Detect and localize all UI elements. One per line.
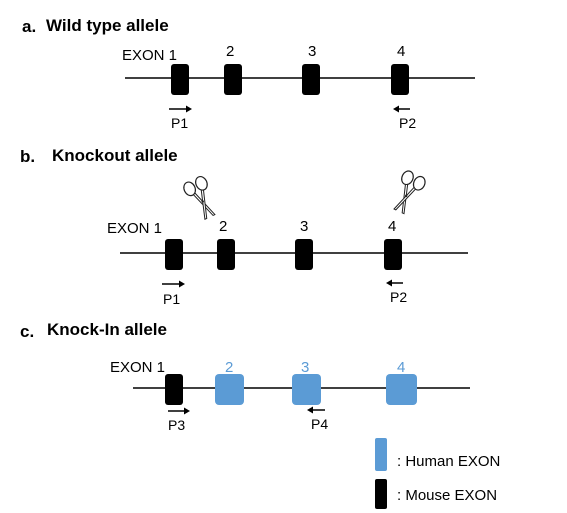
exon4-label: 4 xyxy=(388,218,396,235)
scissors-icon xyxy=(387,168,428,218)
panel-b-title: Knockout allele xyxy=(52,146,178,165)
mouse-exon-1 xyxy=(165,374,183,405)
primer-p1-label: P1 xyxy=(171,115,188,131)
mouse-exon-1 xyxy=(165,239,183,270)
primer-reverse-arrow xyxy=(307,406,325,414)
panel-knock-in: c. Knock-In allele EXON 1 2 3 4 P3 P4 xyxy=(20,320,470,433)
primer-p2-label: P2 xyxy=(399,115,416,131)
exon3-label: 3 xyxy=(300,218,308,235)
human-exon-2 xyxy=(215,374,244,405)
exon2-label: 2 xyxy=(219,218,227,235)
mouse-exon-4 xyxy=(391,64,409,95)
exon1-label: EXON 1 xyxy=(110,359,165,376)
panel-a-title: Wild type allele xyxy=(46,16,169,35)
primer-p4-label: P4 xyxy=(311,416,328,432)
exon4-label: 4 xyxy=(397,43,405,60)
exon1-label: EXON 1 xyxy=(107,220,162,237)
primer-p2-label: P2 xyxy=(390,289,407,305)
primer-reverse-arrow xyxy=(393,105,410,113)
legend-human-swatch xyxy=(375,438,387,471)
panel-c-title: Knock-In allele xyxy=(47,320,167,339)
human-exon-4 xyxy=(386,374,417,405)
primer-forward-arrow xyxy=(162,280,185,288)
legend: : Human EXON : Mouse EXON xyxy=(375,438,500,509)
panel-a-letter: a. xyxy=(22,17,36,36)
mouse-exon-4 xyxy=(384,239,402,270)
mouse-exon-3 xyxy=(302,64,320,95)
mouse-exon-3 xyxy=(295,239,313,270)
mouse-exon-1 xyxy=(171,64,189,95)
exon3-label: 3 xyxy=(308,43,316,60)
legend-mouse-label: : Mouse EXON xyxy=(397,487,497,504)
panel-knockout: b. Knockout allele EXON 1 2 3 4 P1 P2 xyxy=(20,146,468,307)
exon1-label: EXON 1 xyxy=(122,47,177,64)
panel-b-letter: b. xyxy=(20,147,35,166)
legend-human-label: : Human EXON xyxy=(397,453,500,470)
human-exon-3 xyxy=(292,374,321,405)
mouse-exon-2 xyxy=(217,239,235,270)
primer-forward-arrow xyxy=(169,105,192,113)
exon2-label: 2 xyxy=(226,43,234,60)
scissors-icon xyxy=(181,174,222,223)
panel-wild-type: a. Wild type allele EXON 1 2 3 4 P1 P2 xyxy=(22,16,475,131)
primer-p3-label: P3 xyxy=(168,417,185,433)
human-exon4-label: 4 xyxy=(397,359,405,376)
human-exon3-label: 3 xyxy=(301,359,309,376)
human-exon2-label: 2 xyxy=(225,359,233,376)
legend-mouse-swatch xyxy=(375,479,387,509)
primer-p1-label: P1 xyxy=(163,291,180,307)
primer-reverse-arrow xyxy=(386,279,403,287)
primer-forward-arrow xyxy=(168,407,190,415)
mouse-exon-2 xyxy=(224,64,242,95)
panel-c-letter: c. xyxy=(20,322,34,341)
